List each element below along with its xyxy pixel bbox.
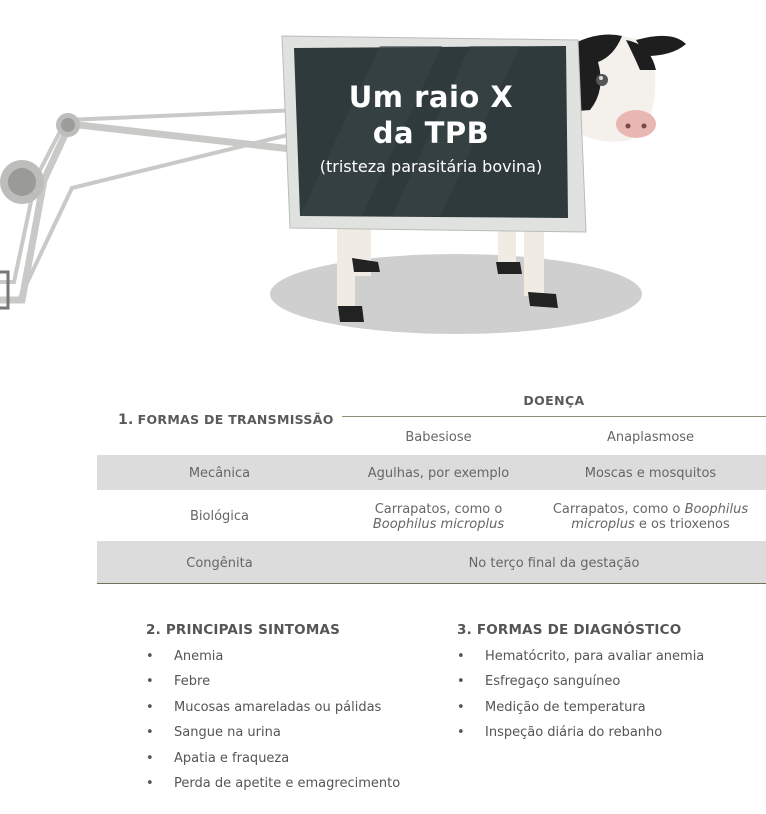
cell-congenita-both: No terço final da gestação: [468, 556, 640, 571]
infographic-title-line-2: da TPB: [372, 116, 490, 150]
xray-screen: [281, 35, 587, 233]
diagnosis-list: Hematócrito, para avaliar anemia Esfrega…: [457, 649, 704, 751]
diagnosis-item: Esfregaço sanguíneo: [457, 674, 704, 699]
anaplasmose-vector-extra: e os trioxenos: [634, 517, 730, 532]
babesiose-vector-text: Carrapatos, como o: [374, 502, 503, 517]
column-header-babesiose: Babesiose: [405, 430, 472, 445]
anaplasmose-vector-text: Carrapatos, como o: [552, 502, 685, 517]
row-label-biologica: Biológica: [189, 509, 250, 524]
disease-header: DOENÇA: [523, 393, 585, 408]
arm-joints: [0, 113, 80, 204]
disease-header-rule: [342, 416, 766, 417]
diagnosis-item: Medição de temperatura: [457, 700, 704, 725]
table-row-band-mecanica: [97, 455, 766, 490]
diagnosis-item: Inspeção diária do rebanho: [457, 725, 704, 750]
symptom-item: Mucosas amareladas ou pálidas: [146, 700, 400, 725]
row-label-mecanica: Mecânica: [188, 466, 251, 481]
diagnosis-title: 3. FORMAS DE DIAGNÓSTICO: [457, 622, 682, 638]
symptoms-title: 2. PRINCIPAIS SINTOMAS: [146, 622, 341, 638]
table-rule-bottom: [97, 583, 766, 584]
infographic-title-line-1: Um raio X: [348, 80, 514, 114]
row-label-congenita: Congênita: [186, 556, 253, 571]
symptom-item: Perda de apetite e emagrecimento: [146, 776, 400, 801]
cow-head: [566, 34, 686, 142]
babesiose-vector-species: Boophilus microplus: [372, 517, 505, 532]
xray-cow-illustration: [0, 34, 686, 334]
symptom-item: Sangue na urina: [146, 725, 400, 750]
cell-mecanica-babesiose: Agulhas, por exemplo: [367, 466, 510, 481]
diagnosis-item: Hematócrito, para avaliar anemia: [457, 649, 704, 674]
cow-legs: [337, 226, 558, 322]
infographic-subtitle: (tristeza parasitária bovina): [319, 157, 543, 176]
cell-mecanica-anaplasmose: Moscas e mosquitos: [584, 466, 717, 481]
robot-arm: [0, 108, 301, 310]
table-row-band-congenita: [97, 541, 766, 583]
transmission-section-label: FORMAS DE TRANSMISSÃO: [137, 412, 334, 427]
symptom-item: Febre: [146, 674, 400, 699]
ground-shadow: [270, 254, 642, 334]
transmission-section-title: 1.FORMAS DE TRANSMISSÃO: [118, 412, 334, 428]
anaplasmose-vector-genus: Boophilus: [684, 502, 749, 517]
anaplasmose-vector-species: microplus: [571, 517, 635, 532]
column-header-anaplasmose: Anaplasmose: [606, 430, 695, 445]
cell-biologica-anaplasmose: Carrapatos, como o Boophilus microplus e…: [535, 502, 766, 532]
transmission-section-number: 1.: [118, 412, 134, 428]
cell-biologica-babesiose: Carrapatos, como o Boophilus microplus: [342, 502, 535, 532]
symptom-item: Apatia e fraqueza: [146, 751, 400, 776]
symptoms-list: Anemia Febre Mucosas amareladas ou pálid…: [146, 649, 400, 801]
symptom-item: Anemia: [146, 649, 400, 674]
